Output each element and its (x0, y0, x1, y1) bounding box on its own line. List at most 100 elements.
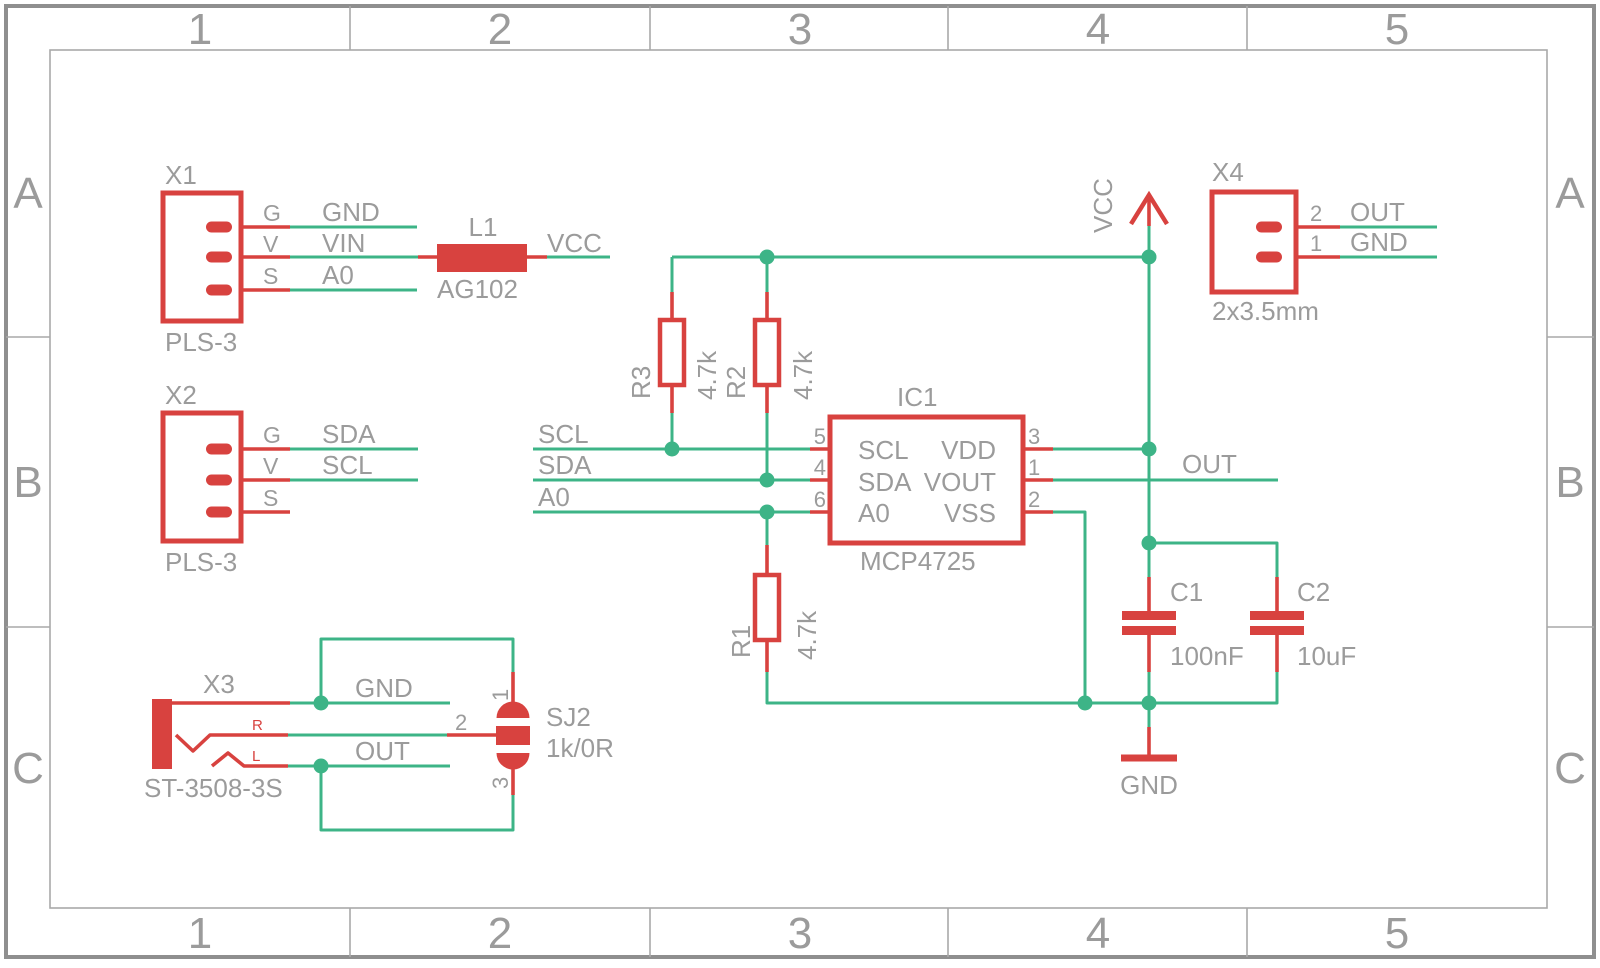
x4-pin-number: 2 (1310, 201, 1322, 226)
sj2-pad-middle (496, 726, 530, 745)
x3-contact-label-l: L (252, 748, 260, 765)
x4-body[interactable] (1209, 189, 1299, 295)
x3-ring-contact (174, 733, 288, 753)
junction-dot (1141, 695, 1157, 711)
frame-col-label: 2 (488, 5, 512, 54)
x2-pin-label: S (263, 485, 278, 511)
sj2-pin-number: 3 (488, 777, 513, 789)
x3-value: ST-3508-3S (144, 773, 283, 803)
component-r2[interactable]: R2 4.7k (721, 292, 818, 413)
component-x4[interactable]: X4 2x3.5mm 2 1 OUT GND (1209, 157, 1408, 326)
x2-pin-label: G (263, 422, 281, 448)
c2-plate (1250, 626, 1304, 635)
junction-dots (313, 249, 1157, 774)
sj2-pad-bottom (496, 753, 530, 770)
frame-col-label: 1 (188, 5, 212, 54)
wire-x3-sj2-pin3[interactable] (319, 766, 515, 832)
x3-tip-contact (210, 751, 288, 768)
frame-row-label: C (1554, 744, 1586, 793)
component-ic1[interactable]: IC1 MCP4725 5 4 6 3 1 2 SCL SDA A0 VDD V… (810, 382, 1053, 576)
x1-pin-label: G (263, 200, 281, 226)
ic1-pin-number: 6 (814, 487, 826, 512)
net-label-gnd: GND (355, 673, 413, 703)
component-sj2[interactable]: 1 2 3 SJ2 1k/0R (447, 672, 614, 795)
x2-value: PLS-3 (165, 547, 237, 577)
vcc-power-symbol[interactable]: VCC (1088, 178, 1169, 233)
junction-dot (759, 472, 775, 488)
r1-body[interactable] (752, 572, 782, 643)
component-l1[interactable]: L1 AG102 VCC (418, 212, 602, 304)
frame-col-label: 3 (788, 909, 812, 958)
x2-pin-contact (206, 443, 232, 455)
component-x1[interactable]: X1 PLS-3 G V S GND VIN A0 (160, 160, 380, 357)
ic1-pin-number: 5 (814, 424, 826, 449)
ic1-body[interactable] (827, 414, 1026, 546)
wire-c2-bottom[interactable] (1149, 672, 1279, 705)
sj2-name: SJ2 (546, 702, 591, 732)
component-x3[interactable]: X3 ST-3508-3S R L GND OUT (144, 669, 413, 803)
component-c2[interactable]: C2 10uF (1250, 577, 1356, 672)
ic1-value: MCP4725 (860, 546, 976, 576)
x1-pin-label: S (263, 263, 278, 289)
r3-value: 4.7k (692, 350, 722, 400)
frame-col-label: 4 (1086, 5, 1110, 54)
r1-value: 4.7k (792, 610, 822, 660)
component-x2[interactable]: X2 PLS-3 G V S SDA SCL (160, 380, 376, 577)
x4-value: 2x3.5mm (1212, 296, 1319, 326)
frame-col-label: 4 (1086, 909, 1110, 958)
frame-outer-border (4, 4, 1596, 959)
junction-dot (313, 695, 329, 711)
c1-value: 100nF (1170, 641, 1244, 671)
x2-pin-contact (206, 506, 232, 518)
sj2-value: 1k/0R (546, 733, 614, 763)
frame-col-label: 2 (488, 909, 512, 958)
junction-dot (664, 441, 680, 457)
junction-dot (1077, 695, 1093, 711)
junction-dot (313, 758, 329, 774)
x1-pin-contact (206, 251, 232, 263)
ic1-pin-number: 2 (1028, 487, 1040, 512)
l1-value: AG102 (437, 274, 518, 304)
x2-pin-label: V (263, 453, 279, 479)
r2-body[interactable] (752, 317, 782, 388)
frame-col-label: 1 (188, 909, 212, 958)
junction-dot (1141, 535, 1157, 551)
frame-row-label: B (13, 458, 42, 507)
x4-pin-number: 1 (1310, 231, 1322, 256)
x2-pin-contact (206, 474, 232, 486)
junction-dot (759, 504, 775, 520)
r1-name: R1 (726, 625, 756, 658)
l1-name: L1 (469, 212, 498, 242)
wire-x3-sj2-pin1[interactable] (319, 637, 515, 703)
gnd-power-symbol[interactable]: GND (1120, 727, 1178, 800)
vcc-label: VCC (1088, 178, 1118, 233)
ic-net-labels: SCL SDA A0 (538, 419, 592, 512)
ic1-pin-label: VOUT (924, 467, 996, 497)
r2-name: R2 (721, 366, 751, 399)
ic1-pin-label: SDA (858, 467, 912, 497)
wire-vss[interactable] (1053, 510, 1087, 703)
gnd-label: GND (1120, 770, 1178, 800)
ic1-pin-label: SCL (858, 435, 909, 465)
net-label-a0: A0 (322, 260, 354, 290)
junction-dot (759, 249, 775, 265)
wire-r1-bottom-rail[interactable] (765, 672, 1085, 705)
ic1-pin-label: A0 (858, 498, 890, 528)
r3-body[interactable] (657, 317, 687, 388)
component-c1[interactable]: C1 100nF (1122, 577, 1244, 672)
ic1-pin-number: 3 (1028, 424, 1040, 449)
x2-name: X2 (165, 380, 197, 410)
frame-inner-border (49, 49, 1548, 909)
frame-col-label: 5 (1385, 5, 1409, 54)
component-r1[interactable]: R1 4.7k (726, 545, 822, 672)
component-r3[interactable]: R3 4.7k (626, 292, 722, 413)
x4-pin-contact (1256, 221, 1282, 233)
l1-body[interactable] (437, 244, 527, 272)
c1-plate (1122, 626, 1176, 635)
c1-plate (1122, 611, 1176, 620)
ic1-pin-label: VSS (944, 498, 996, 528)
sj2-pin-number: 2 (455, 710, 467, 735)
frame-col-label: 3 (788, 5, 812, 54)
wire-c2-top[interactable] (1149, 541, 1279, 577)
